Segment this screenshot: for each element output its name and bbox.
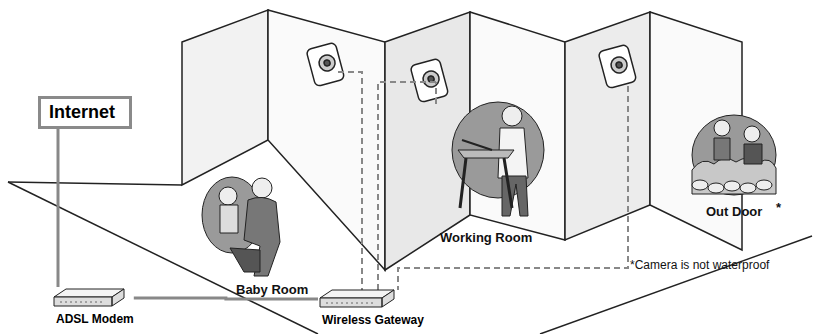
note-text: *Camera is not waterproof <box>630 258 769 272</box>
device-label: ADSL Modem <box>56 312 134 326</box>
device-icon <box>52 287 126 309</box>
network-device: ADSL Modem <box>52 287 134 326</box>
network-cable <box>134 298 318 299</box>
room-label: * <box>776 200 781 215</box>
network-device: Wireless Gateway <box>318 288 424 327</box>
network-box: Internet <box>38 96 132 129</box>
network-cable <box>57 129 60 287</box>
room-label: Out Door <box>706 204 762 219</box>
box-label: Internet <box>49 102 115 123</box>
device-label: Wireless Gateway <box>322 313 424 327</box>
room-label: Working Room <box>440 230 532 245</box>
device-icon <box>318 288 396 310</box>
room-label: Baby Room <box>236 282 308 297</box>
